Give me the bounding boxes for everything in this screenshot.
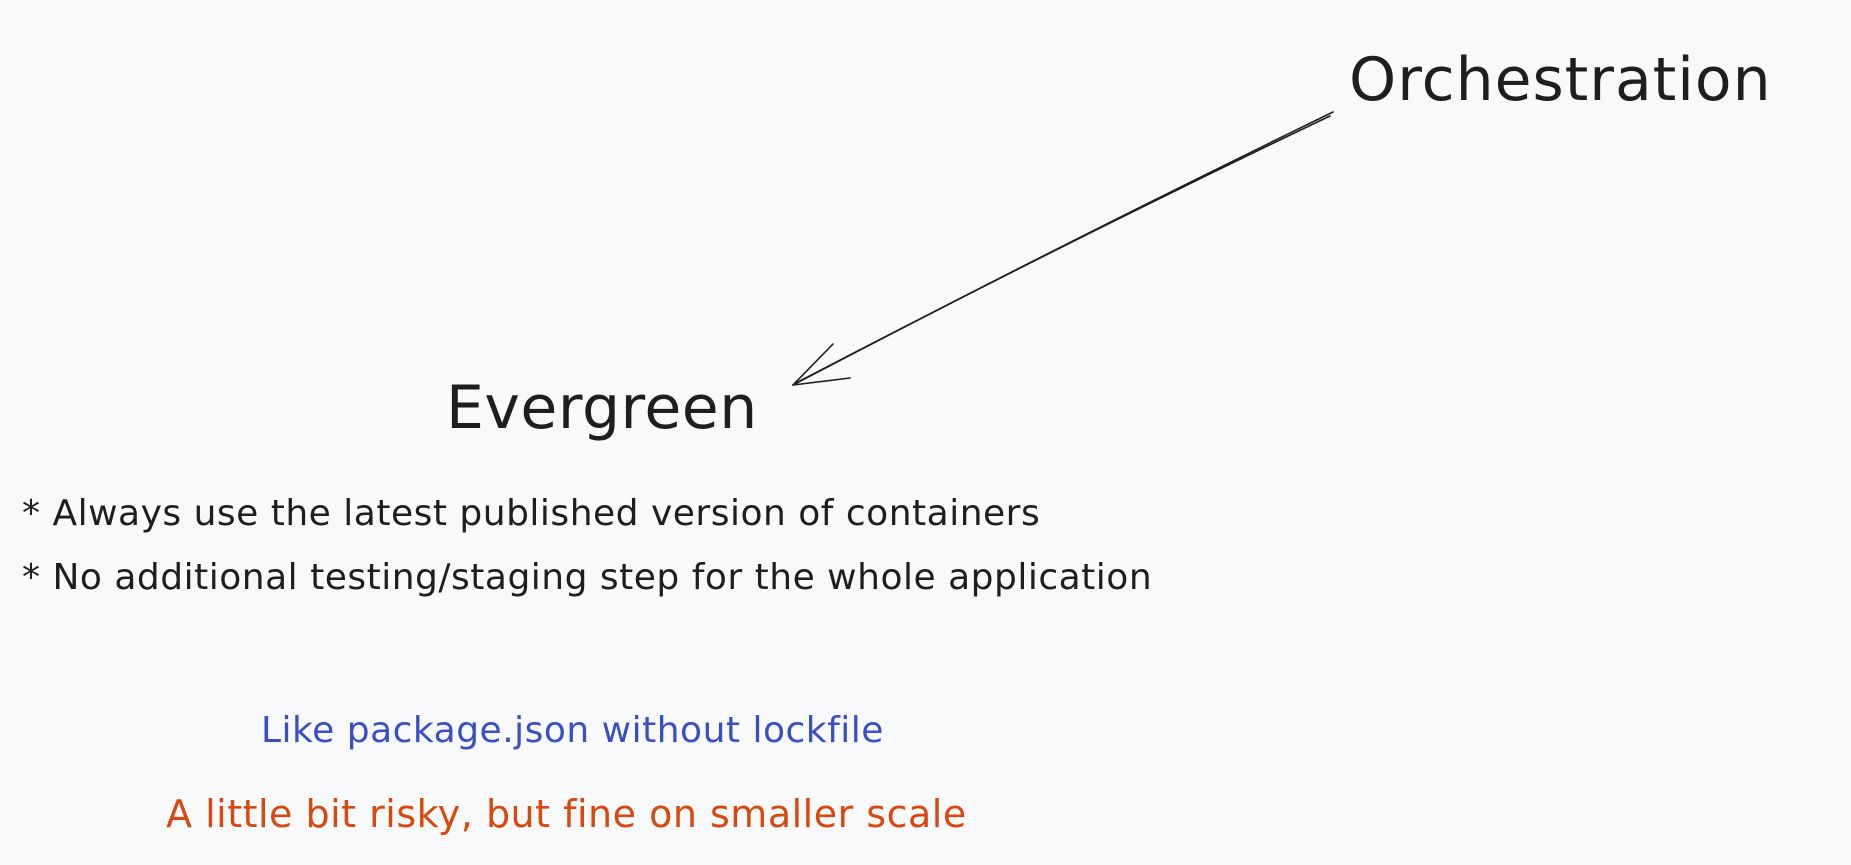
arrowhead-upper	[792, 343, 834, 386]
risk-note: A little bit risky, but fine on smaller …	[166, 792, 967, 836]
evergreen-label: Evergreen	[446, 373, 758, 443]
bullet-always-latest: * Always use the latest published versio…	[22, 493, 1041, 534]
arrowhead-lower	[792, 377, 851, 386]
bullet-no-staging: * No additional testing/staging step for…	[22, 557, 1153, 598]
arrow-shaft-sketch	[795, 115, 1331, 384]
orchestration-label: Orchestration	[1349, 45, 1772, 115]
analogy-note: Like package.json without lockfile	[261, 710, 884, 751]
